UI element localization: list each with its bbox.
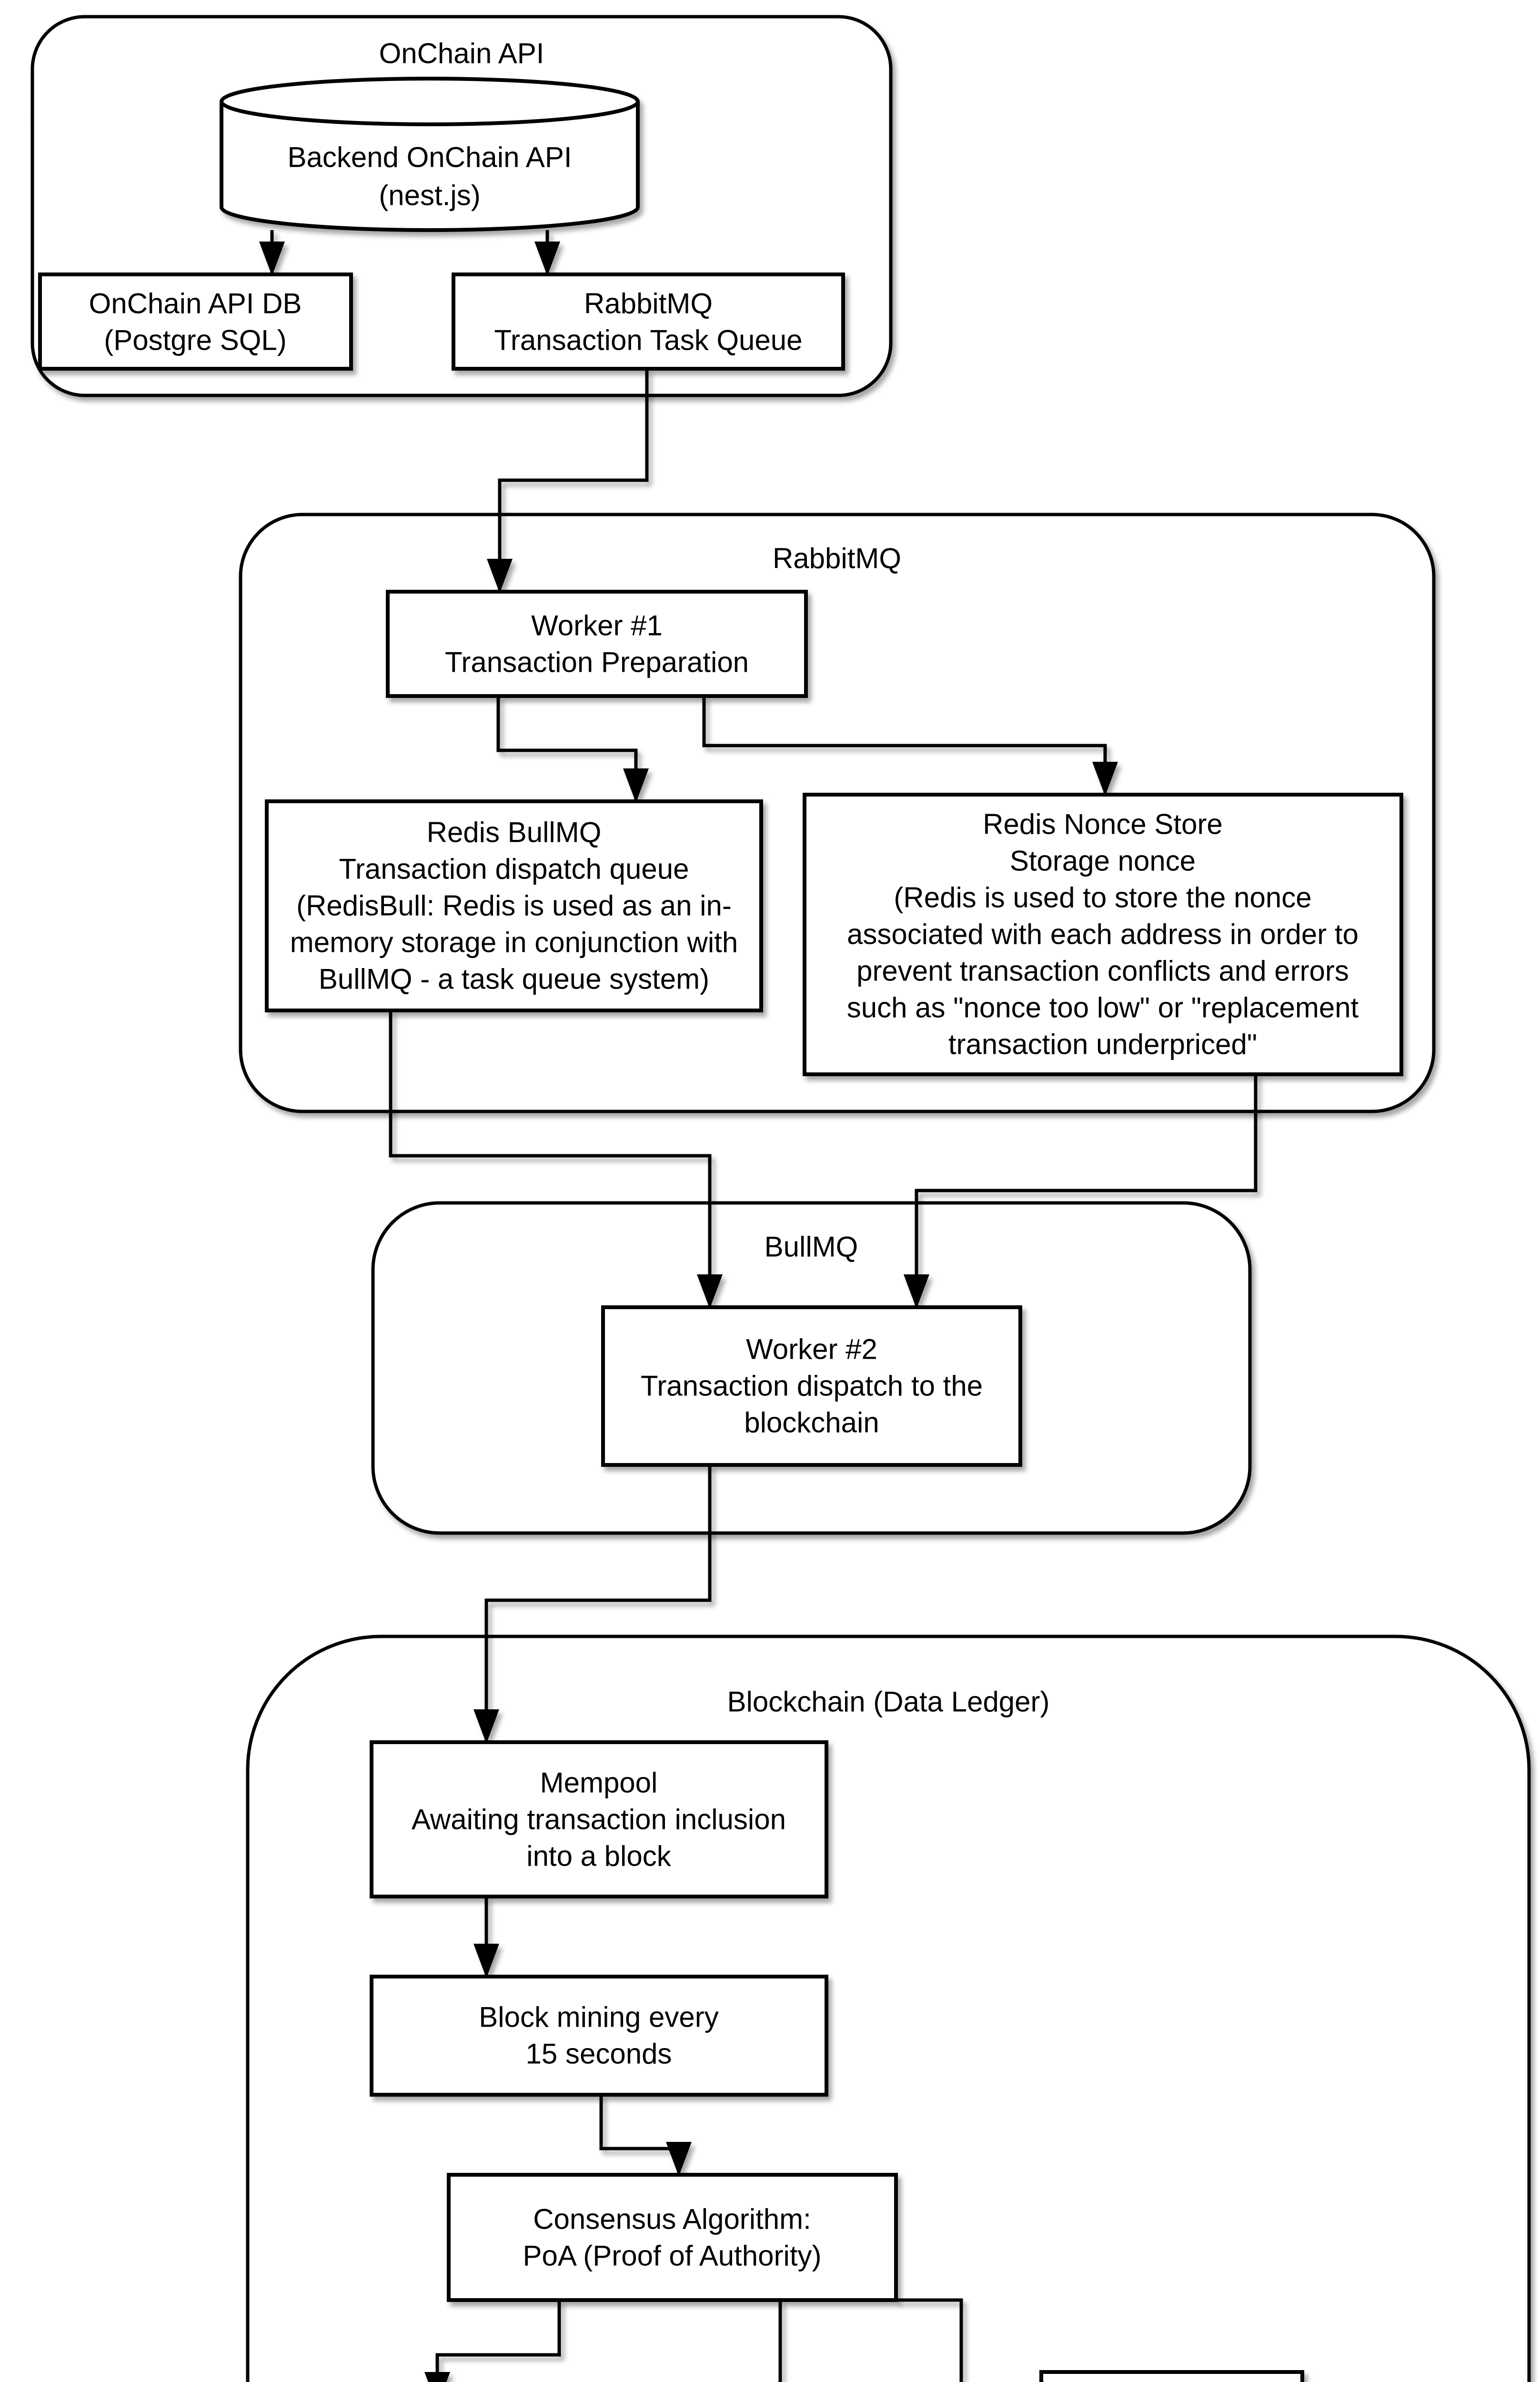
box-redis-nonce-line5: prevent transaction conflicts and errors: [856, 955, 1349, 987]
cylinder-backend-top-edge: [220, 101, 640, 126]
container-label-bullmq: BullMQ: [765, 1231, 858, 1263]
cylinder-backend-onchain-api: [220, 77, 640, 232]
box-mempool-line1: Mempool: [540, 1767, 658, 1799]
arrow-redis-nonce-to-worker2: [904, 1074, 1258, 1309]
box-db-line1: OnChain API DB: [89, 288, 302, 320]
box-db-line2: (Postgre SQL): [104, 324, 286, 356]
arrow-consensus-to-node2-bottom: [778, 2300, 782, 2382]
box-redis-nonce-line3: (Redis is used to store the nonce: [894, 882, 1311, 914]
box-redis-nonce-line7: transaction underpriced": [948, 1029, 1257, 1060]
box-redis-bullmq-line1: Redis BullMQ: [427, 817, 602, 848]
arrow-worker1-to-redis-bullmq: [496, 696, 649, 803]
box-block-mining: [370, 1975, 828, 2097]
container-label-rabbitmq: RabbitMQ: [773, 543, 901, 575]
box-onchain-api-db: [38, 273, 353, 371]
arrow-worker1-to-redis-nonce: [702, 696, 1118, 796]
box-redis-bullmq-line3: (RedisBull: Redis is used as an in-: [296, 890, 732, 922]
box-redis-nonce-store: [803, 793, 1403, 1076]
arrow-task-queue-to-worker1: [487, 369, 649, 593]
cylinder-backend-line2: (nest.js): [379, 180, 480, 212]
box-redis-bullmq-line4: memory storage in conjunction with: [290, 927, 738, 959]
box-worker1-line1: Worker #1: [531, 610, 663, 642]
arrow-consensus-to-node1: [896, 2298, 963, 2382]
box-redis-bullmq: [265, 799, 763, 1012]
box-consensus-line1: Consensus Algorithm:: [533, 2203, 811, 2235]
box-redis-nonce-line4: associated with each address in order to: [847, 918, 1359, 950]
box-consensus-line2: PoA (Proof of Authority): [523, 2240, 822, 2272]
box-rabbitmq-task-queue: [452, 273, 845, 371]
container-label-blockchain: Blockchain (Data Ledger): [727, 1686, 1049, 1718]
box-worker1: [386, 590, 808, 698]
box-redis-nonce-line2: Storage nonce: [1010, 845, 1196, 877]
box-redis-bullmq-line2: Transaction dispatch queue: [339, 853, 689, 885]
container-label-onchain-api: OnChain API: [379, 38, 544, 70]
box-redis-bullmq-line5: BullMQ - a task queue system): [319, 963, 709, 995]
box-mempool: [370, 1740, 828, 1898]
box-consensus: [447, 2173, 898, 2302]
box-redis-nonce-line6: such as "nonce too low" or "replacement: [847, 992, 1359, 1024]
box-mempool-line3: into a block: [526, 1840, 672, 1872]
box-task-queue-line1: RabbitMQ: [584, 288, 713, 320]
arrow-redis-bullmq-to-worker2: [389, 1010, 723, 1309]
box-mempool-line2: Awaiting transaction inclusion: [412, 1804, 786, 1836]
box-node1: [1039, 2370, 1304, 2382]
box-redis-nonce-line1: Redis Nonce Store: [983, 808, 1223, 840]
box-task-queue-line2: Transaction Task Queue: [494, 324, 802, 356]
arrow-consensus-to-node2-left: [424, 2300, 561, 2382]
arrow-worker2-to-mempool: [473, 1465, 712, 1744]
box-worker2-line2: Transaction dispatch to the: [641, 1370, 983, 1402]
box-worker1-line2: Transaction Preparation: [445, 646, 749, 678]
cylinder-backend-line1: Backend OnChain API: [287, 141, 572, 173]
box-block-mining-line1: Block mining every: [479, 2001, 719, 2033]
arrow-block-mining-to-consensus: [599, 2095, 692, 2176]
box-block-mining-line2: 15 seconds: [526, 2038, 672, 2070]
box-worker2-line3: blockchain: [744, 1407, 879, 1439]
box-worker2-line1: Worker #2: [746, 1333, 877, 1365]
box-worker2: [601, 1305, 1022, 1467]
